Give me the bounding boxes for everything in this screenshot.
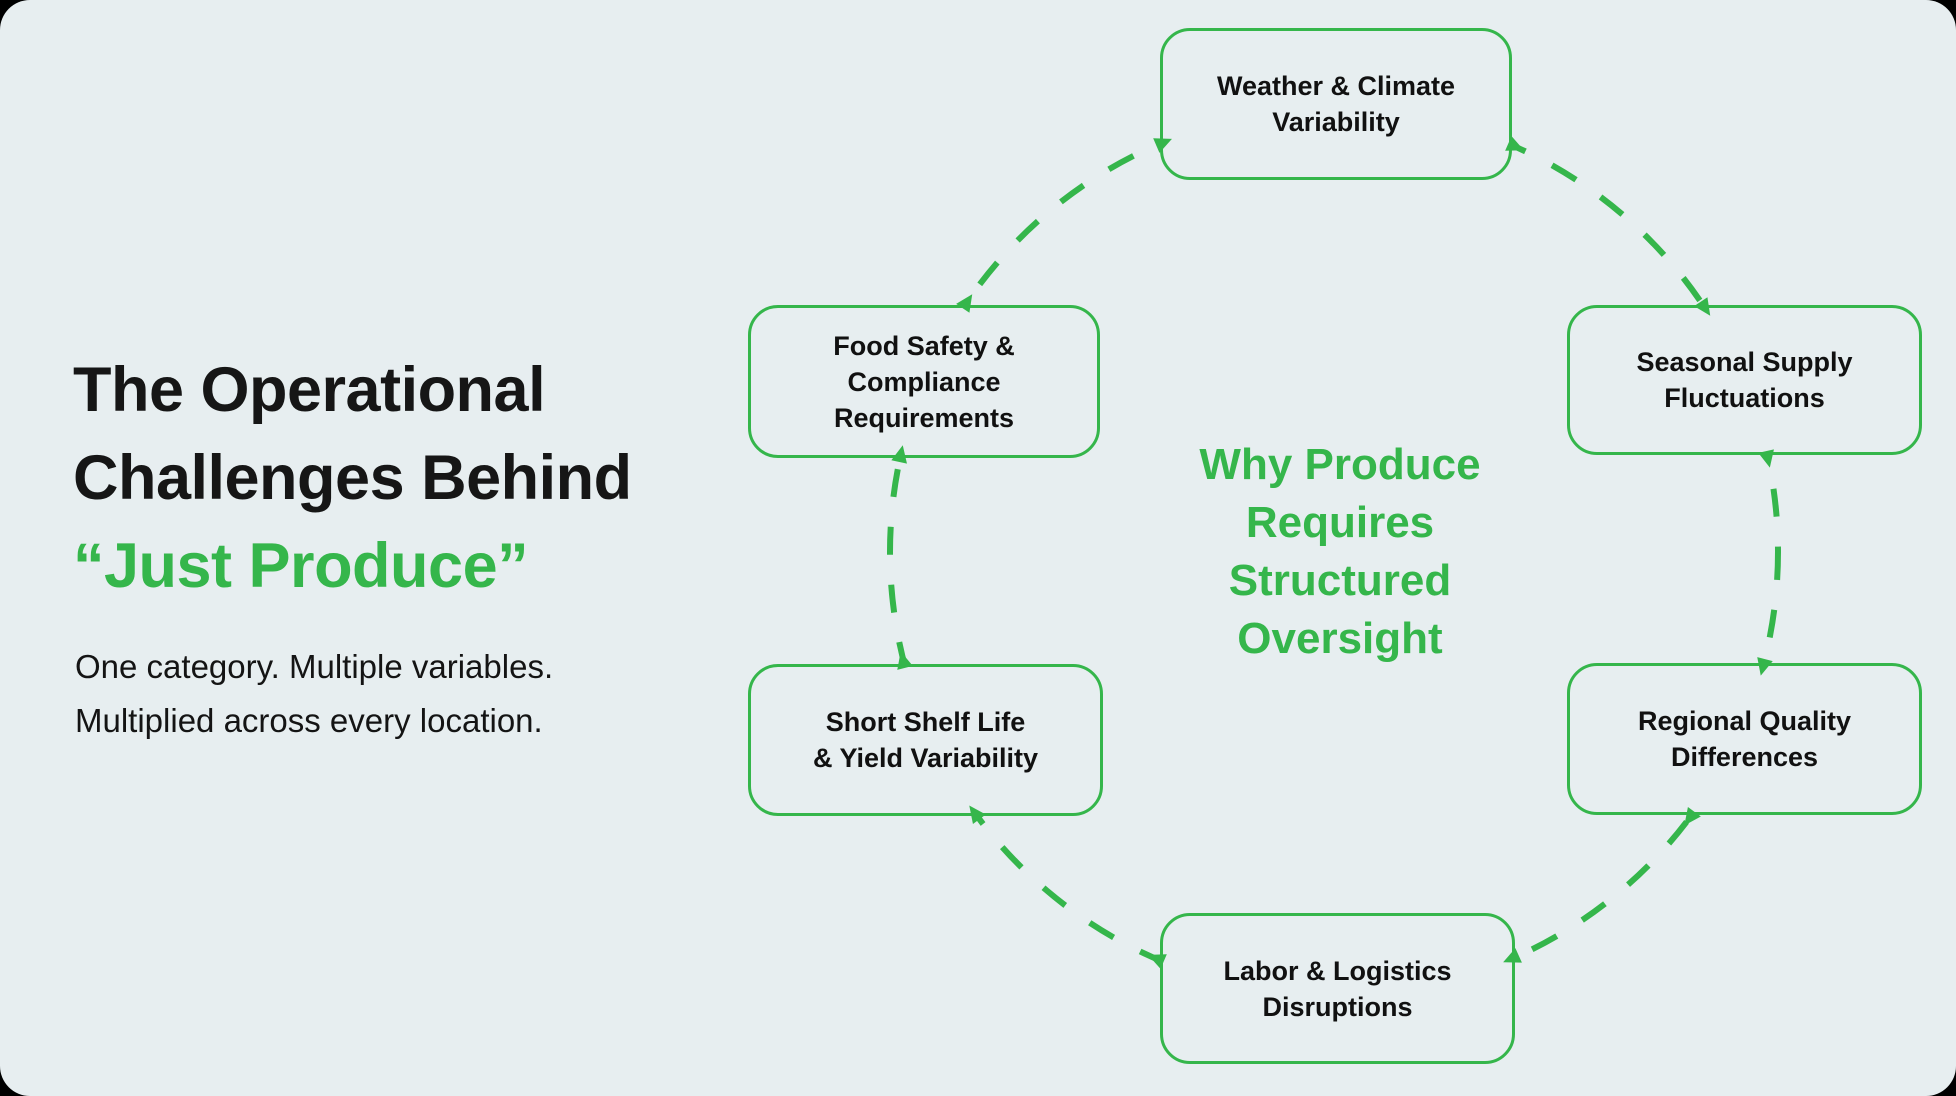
diagram-center-title: Why Produce Requires Structured Oversigh… — [1134, 436, 1546, 668]
headline-block: The Operational Challenges Behind “Just … — [73, 346, 713, 610]
node-food-safety-compliance: Food Safety & Compliance Requirements — [748, 305, 1100, 458]
node-weather-climate: Weather & Climate Variability — [1160, 28, 1512, 180]
node-label-line: Compliance — [847, 366, 1001, 397]
page-title-line-2: Challenges Behind — [73, 443, 632, 513]
node-seasonal-supply: Seasonal Supply Fluctuations — [1567, 305, 1922, 455]
node-label-line: Seasonal Supply — [1636, 347, 1853, 377]
node-label-line: Weather & Climate — [1216, 71, 1456, 101]
node-label-line: & Yield Variability — [812, 743, 1039, 773]
page-title-line-3: “Just Produce” — [73, 531, 529, 601]
center-title-line: Oversight — [1237, 614, 1443, 663]
node-label-line: Labor & Logistics — [1223, 955, 1452, 986]
center-title-line: Structured — [1228, 556, 1452, 605]
subtitle-block: One category. Multiple variables. Multip… — [75, 640, 715, 748]
node-label-line: Fluctuations — [1664, 383, 1825, 413]
node-label-line: Regional Quality — [1637, 706, 1852, 736]
node-label-line: Requirements — [833, 402, 1015, 433]
page-title-line-1: The Operational — [73, 355, 546, 425]
node-labor-logistics: Labor & Logistics Disruptions — [1160, 913, 1515, 1064]
node-label-line: Variability — [1272, 107, 1400, 137]
node-regional-quality: Regional Quality Differences — [1567, 663, 1922, 815]
node-label-line: Food Safety & — [833, 330, 1015, 361]
center-title-line: Why Produce — [1199, 440, 1481, 489]
center-title-line: Requires — [1245, 498, 1435, 547]
node-label-line: Short Shelf Life — [825, 707, 1026, 737]
subtitle-line-1: One category. Multiple variables. — [75, 648, 554, 685]
node-short-shelf-life: Short Shelf Life & Yield Variability — [748, 664, 1103, 816]
subtitle-line-2: Multiplied across every location. — [75, 702, 543, 739]
node-label-line: Disruptions — [1262, 991, 1413, 1022]
node-label-line: Differences — [1670, 742, 1819, 772]
